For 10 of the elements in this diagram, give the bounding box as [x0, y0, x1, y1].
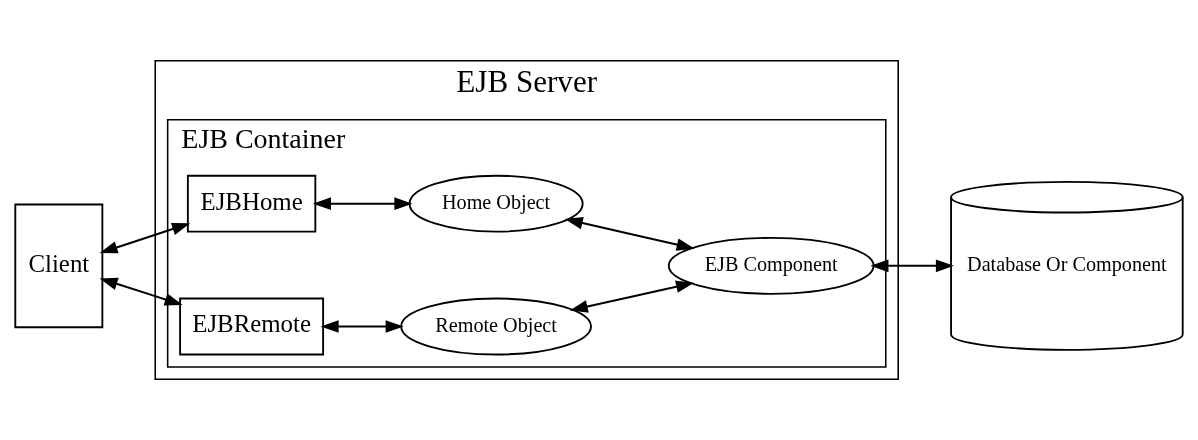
- node-box: Client: [14, 203, 104, 329]
- arrow: [99, 222, 191, 254]
- node-box: EJBRemote: [179, 297, 325, 356]
- arrow: [870, 259, 954, 273]
- arrow: [564, 216, 695, 251]
- arrow: [99, 277, 183, 306]
- arrow: [320, 320, 404, 333]
- arrow: [569, 280, 695, 313]
- node-box: EJBHome: [186, 174, 317, 233]
- arrow: [312, 197, 413, 210]
